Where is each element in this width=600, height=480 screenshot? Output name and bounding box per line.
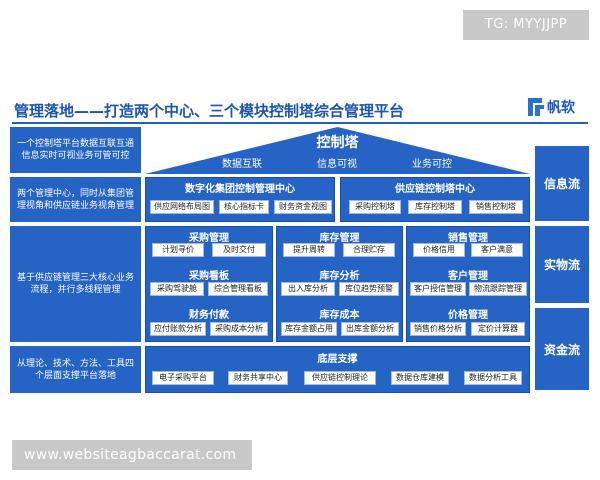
- chip-on-time-delivery: 及时交付: [212, 243, 266, 257]
- chip-pricing-calculator: 定价计算器: [471, 322, 525, 336]
- watermark-top: TG: MYYJJPP: [463, 10, 589, 40]
- chip-purchase-cockpit: 采购驾驶舱: [150, 282, 204, 296]
- control-tower-title: 控制塔: [316, 135, 359, 151]
- module-inventory: 库存管理 提升周转 合理贮存 库存分析 出入库分析 库位趋势预警 库存成本 库存…: [276, 226, 403, 342]
- page-title: 管理落地——打造两个中心、三个模块控制塔综合管理平台: [14, 102, 405, 120]
- chip-core-kpi-card: 核心指标卡: [219, 200, 269, 214]
- section-title: 客户管理: [448, 271, 488, 282]
- subtitle-business-control: 业务可控: [412, 159, 452, 170]
- chip-data-warehouse: 数据仓库建模: [391, 371, 449, 385]
- chip-shared-finance: 财务共享中心: [228, 371, 288, 385]
- desc-support: 从理论、技术、方法、工具四个层面支撑平台落地: [10, 346, 141, 393]
- section-title: 采购管理: [189, 233, 229, 244]
- logo-icon: [528, 98, 544, 116]
- module-sales: 销售管理 价格信用 客户满意 客户管理 客户授信管理 物流跟踪管理 价格管理 销…: [406, 226, 530, 342]
- section-title: 价格管理: [448, 310, 488, 321]
- desc-control-tower: 一个控制塔平台数据互联互通信息实时可视业务可管可控: [10, 127, 141, 173]
- chip-logistics-tracking: 物流跟踪管理: [469, 282, 527, 296]
- chip-sales-price-analysis: 销售价格分析: [410, 322, 466, 336]
- subtitle-info-visible: 信息可视: [317, 159, 357, 170]
- control-tower-subtitles: 数据互联 信息可视 业务可控: [222, 155, 452, 170]
- center-title: 供应链控制塔中心: [395, 184, 475, 195]
- chip-outbound-amount-analysis: 出库金额分析: [341, 322, 399, 336]
- chip-inventory-amount: 库存金额占用: [281, 322, 337, 336]
- section-title: 采购看板: [189, 271, 229, 282]
- chip-sales-tower: 销售控制塔: [469, 200, 523, 214]
- chip-supply-chain-theory: 供应链控制理论: [304, 371, 376, 385]
- section-title: 销售管理: [448, 233, 488, 244]
- chip-reasonable-storage: 合理贮存: [343, 243, 395, 257]
- slide: 管理落地——打造两个中心、三个模块控制塔综合管理平台 帆软 一个控制塔平台数据互…: [0, 80, 600, 410]
- chip-in-out-analysis: 出入库分析: [281, 282, 335, 296]
- center-group-control: 数字化集团控制管理中心 供应网络布局图 核心指标卡 财务资金视图: [145, 177, 335, 222]
- section-title: 库存分析: [319, 271, 360, 282]
- base-title: 底层支撑: [317, 354, 358, 365]
- chip-inventory-tower: 库存控制塔: [408, 200, 462, 214]
- section-title: 库存管理: [319, 233, 360, 244]
- chip-purchase-tower: 采购控制塔: [349, 200, 401, 214]
- chip-e-procurement: 电子采购平台: [152, 371, 214, 385]
- subtitle-data-interconnect: 数据互联: [222, 159, 262, 170]
- logo-text: 帆软: [547, 100, 575, 116]
- chip-price-credit: 价格信用: [413, 243, 465, 257]
- section-title: 财务付款: [189, 310, 229, 321]
- flow-capital: 资金流: [535, 308, 589, 390]
- chip-data-analysis-tools: 数据分析工具: [464, 371, 522, 385]
- chip-customer-satisfaction: 客户满意: [471, 243, 523, 257]
- chip-plan-pricing: 计划寻价: [152, 243, 204, 257]
- chip-supply-network-map: 供应网络布局图: [150, 200, 214, 214]
- center-title: 数字化集团控制管理中心: [185, 184, 295, 195]
- desc-three-modules: 基于供应链管理三大核心业务流程，并行多线程管理: [10, 226, 141, 342]
- base-support: 底层支撑 电子采购平台 财务共享中心 供应链控制理论 数据仓库建模 数据分析工具: [145, 346, 530, 393]
- module-purchase: 采购管理 计划寻价 及时交付 采购看板 采购驾驶舱 综合管理看板 财务付款 应付…: [145, 226, 273, 342]
- desc-two-centers: 两个管理中心，同时从集团管理视角和供应链业务视角管理: [10, 177, 141, 222]
- brand-logo: 帆软: [528, 97, 575, 117]
- chip-location-trend-alert: 库位趋势预警: [339, 282, 399, 296]
- section-title: 库存成本: [319, 310, 360, 321]
- chip-improve-turnover: 提升周转: [283, 243, 335, 257]
- title-underline: [12, 122, 588, 124]
- flow-physical: 实物流: [535, 226, 589, 303]
- center-supply-chain-tower: 供应链控制塔中心 采购控制塔 库存控制塔 销售控制塔: [340, 177, 530, 222]
- chip-overall-dashboard: 综合管理看板: [208, 282, 268, 296]
- chip-finance-view: 财务资金视图: [274, 200, 332, 214]
- watermark-bottom: www.websiteagbaccarat.com: [12, 440, 252, 470]
- chip-purchase-cost-analysis: 采购成本分析: [210, 322, 268, 336]
- chip-payables-analysis: 应付账款分析: [150, 322, 206, 336]
- chip-customer-credit-mgmt: 客户授信管理: [410, 282, 466, 296]
- flow-information: 信息流: [535, 146, 589, 221]
